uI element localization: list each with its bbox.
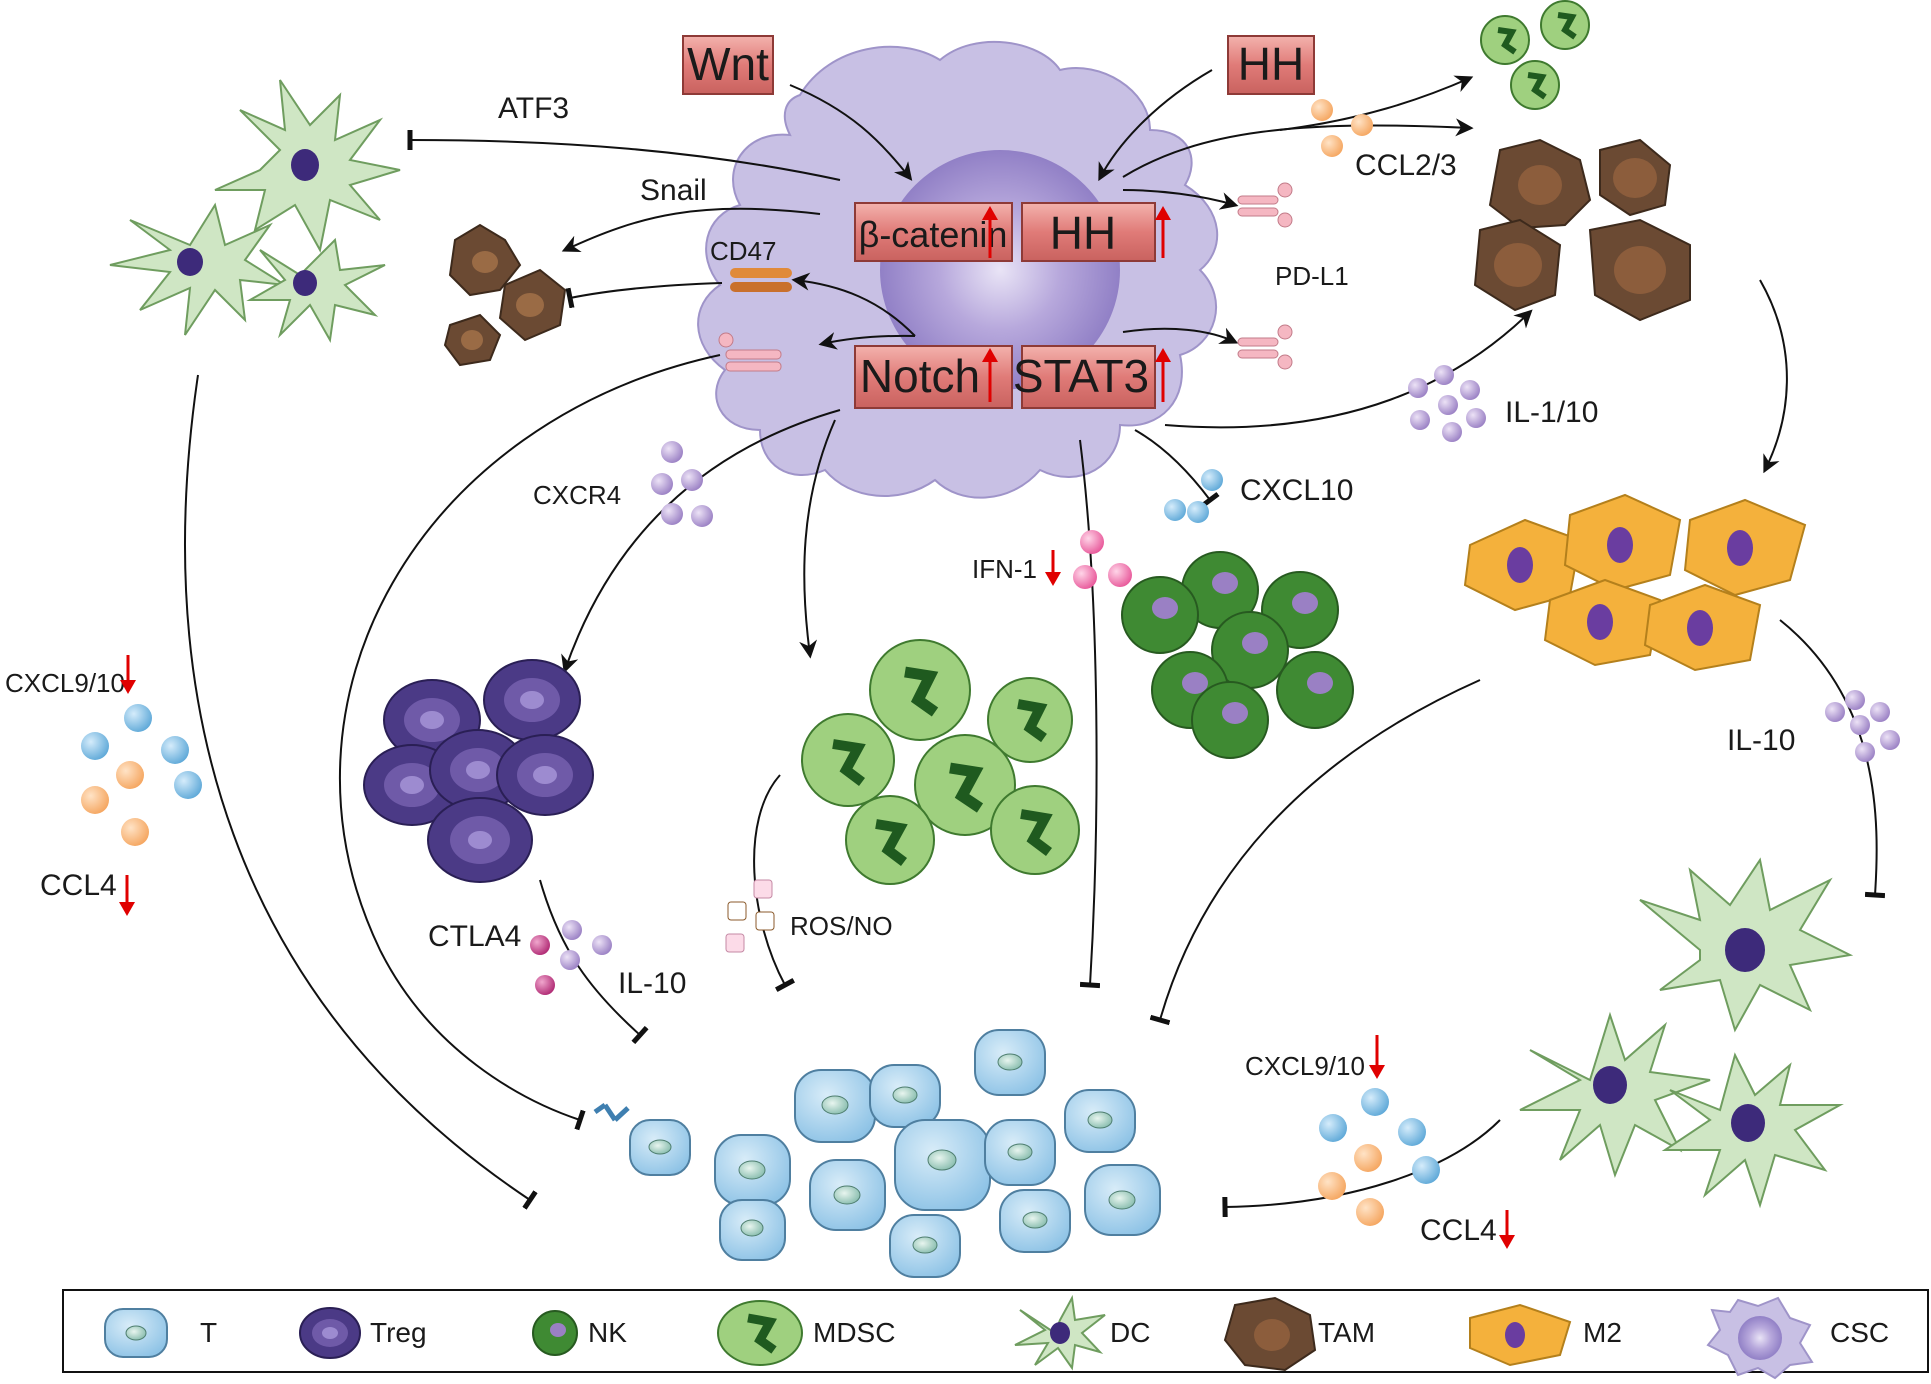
il-1-10-balls: [1408, 365, 1486, 442]
treg-cluster: [363, 659, 594, 883]
m2-macrophage-cluster: [1463, 493, 1807, 672]
svg-text:β-catenin: β-catenin: [859, 214, 1008, 255]
svg-text:NK: NK: [588, 1317, 627, 1348]
svg-text:IFN-1: IFN-1: [972, 554, 1037, 584]
ccl2-3-balls: [1311, 99, 1373, 157]
wnt-box: Wnt: [682, 35, 774, 95]
legend-item-nk: NK: [532, 1310, 627, 1356]
svg-text:MDSC: MDSC: [813, 1317, 895, 1348]
svg-text:CXCL9/10: CXCL9/10: [5, 668, 125, 698]
cxcl9-10-ccl4-left-balls: [81, 704, 202, 846]
dendritic-cells-top-left: [109, 79, 401, 344]
legend-item-m2: M2: [1469, 1303, 1622, 1367]
mdsc-cluster-small: [1480, 0, 1590, 110]
hh-top-box: HH: [1227, 35, 1315, 95]
svg-text:IL-10: IL-10: [1727, 724, 1795, 757]
legend-item-treg: Treg: [299, 1307, 427, 1359]
tam-cluster-small: [443, 223, 567, 367]
svg-text:CCL4: CCL4: [40, 869, 117, 902]
cxcl9-10-ccl4-right-balls: [1318, 1088, 1440, 1226]
svg-text:CXCL10: CXCL10: [1240, 474, 1353, 507]
svg-text:CSC: CSC: [1830, 1317, 1889, 1348]
cxcr4-balls: [651, 441, 713, 527]
svg-text:ROS/NO: ROS/NO: [790, 911, 893, 941]
svg-text:ATF3: ATF3: [498, 92, 569, 125]
ctla4-il10-balls: [530, 920, 612, 995]
t-cell-cluster: [593, 1029, 1161, 1278]
mdsc-cluster-center: [801, 639, 1080, 885]
svg-text:HH: HH: [1238, 38, 1304, 90]
connection-arrows: [184, 69, 1886, 1218]
notch-receptor-icon: [718, 332, 782, 372]
nk-cell-cluster: [1121, 551, 1354, 759]
signal-labels: ATF3 Snail CD47 CCL2/3 PD-L1 IL-1/10 CXC…: [5, 92, 1795, 1247]
svg-text:Snail: Snail: [640, 174, 707, 207]
svg-text:T: T: [200, 1317, 217, 1348]
svg-text:CXCR4: CXCR4: [533, 480, 621, 510]
tam-icon: [1223, 1296, 1317, 1372]
legend: T Treg NK MDSC: [62, 1289, 1929, 1380]
tam-cluster-large: [1473, 138, 1691, 322]
dendritic-cell-icon: [1014, 1294, 1106, 1371]
ros-no-squares: [725, 879, 775, 953]
legend-item-csc: CSC: [1706, 1296, 1889, 1380]
svg-text:STAT3: STAT3: [1013, 350, 1149, 402]
hh-inner-box: HH: [1021, 202, 1156, 262]
svg-text:CCL2/3: CCL2/3: [1355, 149, 1457, 182]
svg-text:CTLA4: CTLA4: [428, 920, 521, 953]
cd47-receptor-icon: [730, 268, 792, 292]
mdsc-icon: [717, 1300, 803, 1366]
svg-text:HH: HH: [1050, 207, 1116, 259]
svg-text:Treg: Treg: [370, 1317, 427, 1348]
m2-macrophage-icon: [1469, 1303, 1572, 1367]
svg-text:Notch: Notch: [860, 350, 980, 402]
svg-text:M2: M2: [1583, 1317, 1622, 1348]
svg-text:CXCL9/10: CXCL9/10: [1245, 1051, 1365, 1081]
down-arrows: [119, 550, 1515, 1249]
svg-text:IL-10: IL-10: [618, 967, 686, 1000]
svg-text:Wnt: Wnt: [687, 38, 769, 90]
svg-text:CCL4: CCL4: [1420, 1214, 1497, 1247]
treg-icon: [299, 1307, 361, 1359]
svg-text:TAM: TAM: [1318, 1317, 1375, 1348]
stat3-box: STAT3: [1013, 345, 1156, 409]
up-arrows: [982, 206, 1171, 402]
legend-item-tam: TAM: [1223, 1296, 1375, 1372]
pd-l1-receptor-bottom-icon: [1237, 324, 1293, 370]
csc-icon: [1706, 1296, 1814, 1380]
svg-text:DC: DC: [1110, 1317, 1150, 1348]
beta-catenin-box: β-catenin: [854, 202, 1013, 262]
cxcl10-balls: [1164, 469, 1223, 523]
legend-item-dc: DC: [1014, 1294, 1150, 1371]
il-10-m2-balls: [1825, 690, 1900, 762]
legend-item-t: T: [104, 1308, 217, 1358]
ifn-1-balls: [1073, 530, 1132, 589]
svg-text:IL-1/10: IL-1/10: [1505, 396, 1598, 429]
svg-text:PD-L1: PD-L1: [1275, 261, 1349, 291]
svg-text:CD47: CD47: [710, 236, 776, 266]
legend-item-mdsc: MDSC: [717, 1300, 895, 1366]
pd-l1-receptor-top-icon: [1237, 182, 1293, 228]
nk-cell-icon: [532, 1310, 578, 1356]
dendritic-cells-bottom-right: [1519, 857, 1854, 1209]
